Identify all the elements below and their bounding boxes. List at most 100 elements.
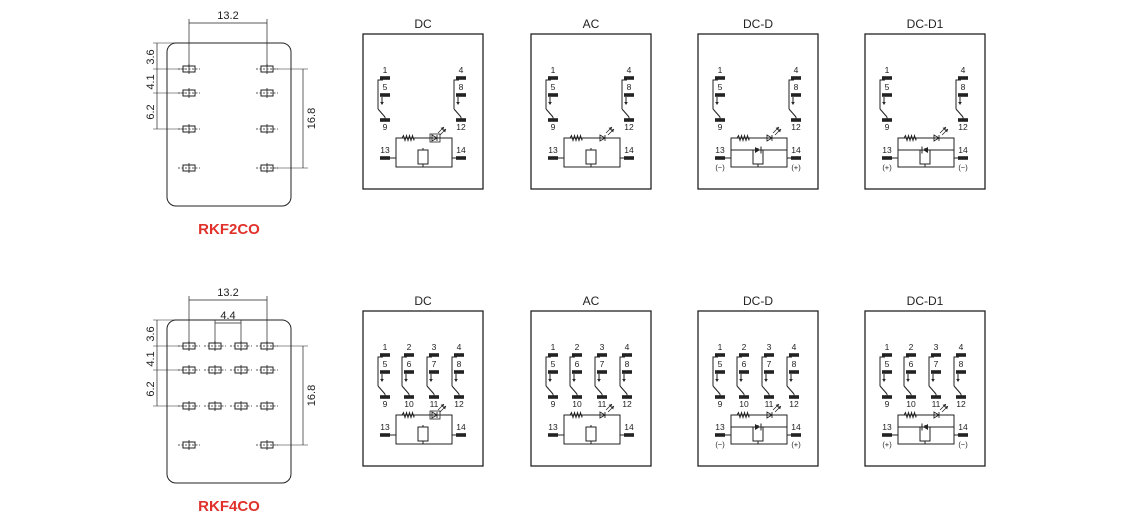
terminal <box>882 433 892 437</box>
led-indicator <box>431 126 447 142</box>
coil-wire <box>558 157 592 168</box>
terminal-label: 10 <box>739 399 749 409</box>
terminal <box>906 370 916 374</box>
polarity-label: (−) <box>715 440 725 449</box>
terminal <box>548 156 558 160</box>
diagram-frame <box>697 33 819 190</box>
contact-wire <box>903 356 909 386</box>
contact-wire <box>426 356 432 386</box>
terminal-label: 11 <box>430 399 439 409</box>
contact-arrow <box>789 379 793 382</box>
terminal <box>958 118 968 122</box>
terminal-label: 12 <box>454 399 464 409</box>
dim-side-label: 3.6 <box>145 326 157 341</box>
terminal <box>715 76 725 80</box>
resistor <box>401 410 415 420</box>
terminal <box>931 353 941 357</box>
led-arrow <box>944 406 948 410</box>
indicator-wire <box>395 137 453 158</box>
contact-pole: 159 <box>545 65 558 132</box>
terminal-label: 8 <box>961 82 966 92</box>
terminal-label: 2 <box>575 342 580 352</box>
contact-arrow <box>739 379 743 382</box>
terminal-label: 11 <box>932 399 941 409</box>
contact-arrow <box>958 102 962 105</box>
polarity-label: (−) <box>715 163 725 172</box>
polarity-label: (−) <box>958 163 968 172</box>
contact-wire <box>736 356 742 386</box>
contact-arrow <box>456 102 460 105</box>
terminal <box>931 370 941 374</box>
contact-blade <box>879 108 888 118</box>
contact-wire <box>569 356 575 386</box>
coil-terminal-label: 13 <box>380 422 390 432</box>
contact-pole: 159 <box>377 65 390 132</box>
terminal-label: 9 <box>383 399 388 409</box>
terminal <box>624 118 634 122</box>
contact-blade <box>712 108 721 118</box>
terminal-label: 5 <box>383 359 388 369</box>
contact-arrow <box>791 102 795 105</box>
diode <box>755 146 762 154</box>
contact-blade <box>736 385 745 395</box>
terminal-label: 4 <box>959 342 964 352</box>
dim-side-label: 6.2 <box>145 381 157 396</box>
terminal-label: 5 <box>885 82 890 92</box>
coil-terminal-label: 14 <box>791 145 801 155</box>
terminal <box>906 395 916 399</box>
diagram-frame <box>362 33 484 190</box>
terminal <box>404 395 414 399</box>
terminal <box>454 370 464 374</box>
resistor <box>569 410 583 420</box>
led-arrow <box>944 129 948 133</box>
terminal <box>380 353 390 357</box>
terminal-label: 1 <box>383 65 388 75</box>
indicator-wire <box>395 414 453 435</box>
contact-blade <box>377 385 386 395</box>
contact-wire <box>621 79 627 109</box>
terminal-label: 12 <box>958 122 968 132</box>
terminal-label: 3 <box>934 342 939 352</box>
terminal <box>380 93 390 97</box>
terminal-label: 1 <box>718 342 723 352</box>
diode-triangle <box>755 147 760 153</box>
diagram-title: AC <box>583 17 600 31</box>
terminal <box>572 353 582 357</box>
terminal <box>404 353 414 357</box>
terminal <box>715 353 725 357</box>
housing-outline <box>166 42 292 207</box>
terminal <box>624 433 634 437</box>
terminal-label: 10 <box>572 399 582 409</box>
coil-terminal-label: 13 <box>882 422 892 432</box>
coil-wire <box>390 157 424 168</box>
terminal-label: 12 <box>789 399 799 409</box>
led-arrow <box>610 129 614 133</box>
terminal <box>456 76 466 80</box>
terminal-label: 12 <box>791 122 801 132</box>
indicator-wire <box>730 137 788 158</box>
terminal <box>764 395 774 399</box>
contact-arrow <box>429 379 433 382</box>
terminal <box>958 76 968 80</box>
pin <box>256 365 278 375</box>
contact-arrow <box>548 379 552 382</box>
terminal-label: 5 <box>551 359 556 369</box>
terminal-label: 5 <box>383 82 388 92</box>
terminal-label: 12 <box>456 122 466 132</box>
coil-wire <box>925 157 958 168</box>
terminal <box>882 76 892 80</box>
terminal-label: 8 <box>625 359 630 369</box>
terminal <box>429 370 439 374</box>
model-label: RKF2CO <box>198 221 260 238</box>
contact-wire <box>928 356 934 386</box>
terminal-label: 3 <box>600 342 605 352</box>
contact-arrow <box>931 379 935 382</box>
terminal <box>548 433 558 437</box>
terminal-label: 5 <box>718 82 723 92</box>
contact-blade <box>786 385 795 395</box>
terminal-label: 1 <box>885 342 890 352</box>
dim-side-label: 6.2 <box>145 104 157 119</box>
